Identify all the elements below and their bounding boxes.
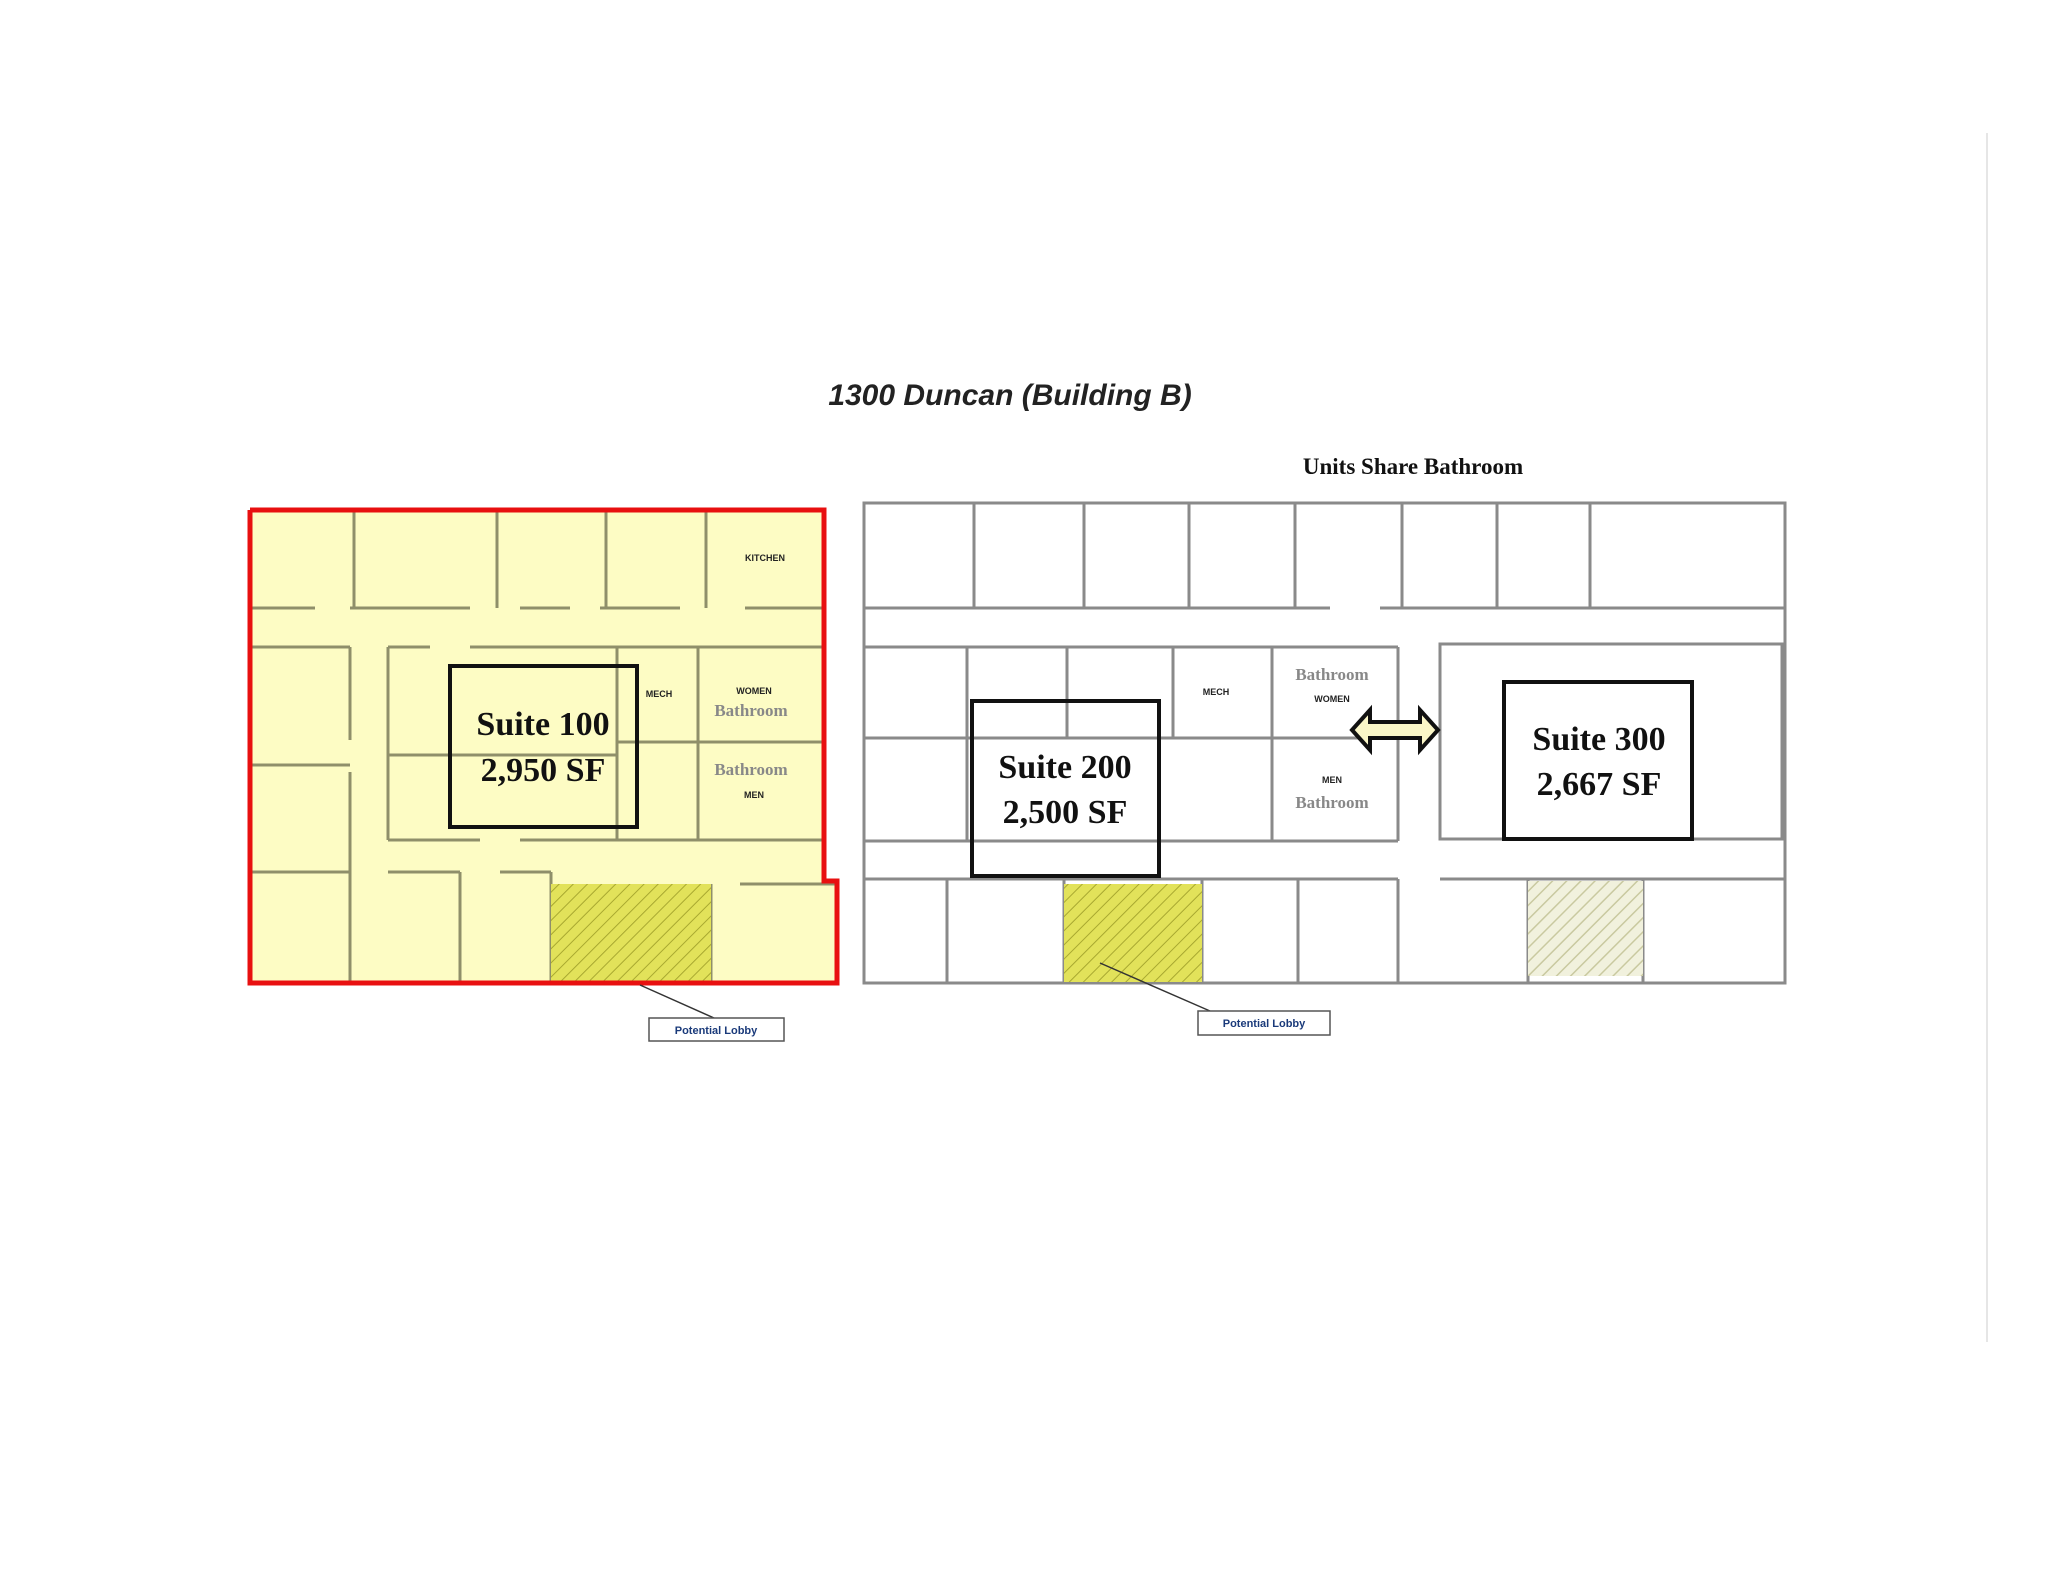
svg-text:Potential Lobby: Potential Lobby [675, 1025, 758, 1037]
room-label-bathroom: Bathroom [1295, 793, 1368, 812]
room-label-men: MEN [744, 790, 764, 800]
potential-lobby-area [551, 884, 711, 983]
potential-lobby-callout: Potential Lobby [648, 1017, 785, 1042]
suite-100-outline [247, 507, 840, 986]
svg-text:2,500 SF: 2,500 SF [1003, 794, 1128, 831]
svg-text:2,950 SF: 2,950 SF [481, 752, 606, 789]
shared-bathroom-note: Units Share Bathroom [1303, 454, 1523, 479]
room-label-kitchen: KITCHEN [745, 553, 785, 563]
svg-text:Suite 300: Suite 300 [1532, 721, 1665, 758]
svg-text:2,667 SF: 2,667 SF [1537, 766, 1662, 803]
potential-lobby-area [1064, 884, 1202, 982]
room-label-men: MEN [1322, 775, 1342, 785]
room-label-mech: MECH [1203, 687, 1230, 697]
room-label-women: WOMEN [736, 686, 772, 696]
svg-text:Suite 100: Suite 100 [476, 706, 609, 743]
double-arrow-icon [1349, 704, 1441, 756]
svg-text:Potential Lobby: Potential Lobby [1223, 1018, 1306, 1030]
room-label-women: WOMEN [1314, 694, 1350, 704]
suite-300-label: Suite 300 2,667 SF [1502, 680, 1694, 841]
room-label-mech: MECH [646, 689, 673, 699]
potential-lobby-callout: Potential Lobby [1197, 1010, 1331, 1036]
room-label-bathroom: Bathroom [714, 760, 787, 779]
room-label-bathroom: Bathroom [1295, 665, 1368, 684]
lobby-area-faded [1528, 881, 1643, 976]
suite-100-area [247, 507, 840, 986]
room-label-bathroom: Bathroom [714, 701, 787, 720]
svg-text:Suite 200: Suite 200 [998, 749, 1131, 786]
suite-100-label: Suite 100 2,950 SF [448, 664, 639, 829]
suite-200-label: Suite 200 2,500 SF [970, 699, 1161, 878]
page-title: 1300 Duncan (Building B) [828, 379, 1191, 412]
